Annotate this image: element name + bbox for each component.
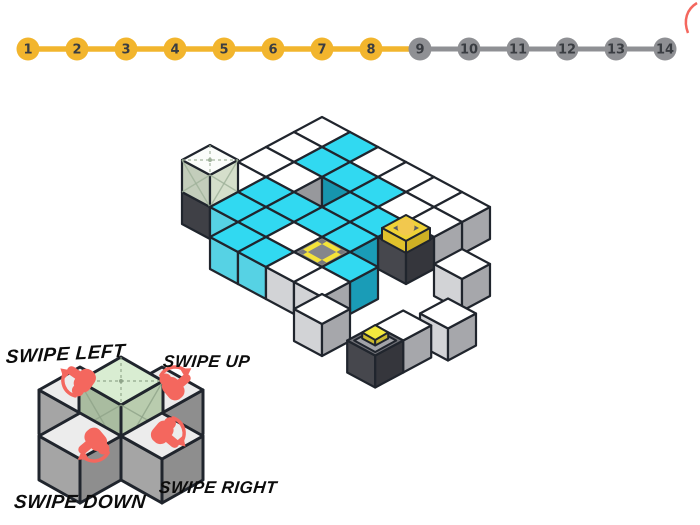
level-dot-8[interactable]: 8 [359,37,383,61]
cube-1.9-6.9 [432,247,492,313]
button-tile [346,324,405,389]
cube-5.9-5.9 [292,292,352,358]
svg-text:12: 12 [558,43,576,58]
level-dot-9[interactable]: 9 [408,37,432,61]
svg-text:1: 1 [23,43,32,58]
svg-text:4: 4 [170,43,179,58]
svg-text:9: 9 [415,43,424,58]
level-dot-1[interactable]: 1 [16,37,40,61]
svg-text:3: 3 [121,43,130,58]
swipe-up-hand-icon [159,365,192,401]
swipe-down-label: SWIPE DOWN [12,492,147,513]
swipe-down-hand-icon [77,427,110,463]
swipe-right-label: SWIPE RIGHT [158,478,278,497]
svg-text:14: 14 [656,43,674,58]
level-dot-5[interactable]: 5 [212,37,236,61]
svg-text:11: 11 [509,43,527,58]
level-dot-14[interactable]: 14 [653,37,677,61]
game-board[interactable] [180,115,492,389]
svg-text:8: 8 [366,43,375,58]
level-dot-3[interactable]: 3 [114,37,138,61]
swipe-right-hand-icon [150,416,186,448]
swipe-up-label: SWIPE UP [162,352,252,371]
level-dot-10[interactable]: 10 [457,37,481,61]
svg-text:13: 13 [607,43,625,58]
level-dot-11[interactable]: 11 [506,37,530,61]
svg-text:2: 2 [72,43,81,58]
red-swoosh-decoration [684,1,698,34]
player-cube[interactable] [180,143,240,209]
swipe-left-hand-icon [60,366,96,398]
svg-text:10: 10 [460,43,478,58]
level-dot-4[interactable]: 4 [163,37,187,61]
svg-text:6: 6 [268,43,277,58]
svg-text:5: 5 [219,43,228,58]
svg-text:7: 7 [317,43,326,58]
level-dot-7[interactable]: 7 [310,37,334,61]
basket-tile [376,214,436,286]
level-dot-12[interactable]: 12 [555,37,579,61]
level-dot-13[interactable]: 13 [604,37,628,61]
level-dot-2[interactable]: 2 [65,37,89,61]
level-dot-6[interactable]: 6 [261,37,285,61]
swipe-tutorial-diagram [37,355,205,505]
